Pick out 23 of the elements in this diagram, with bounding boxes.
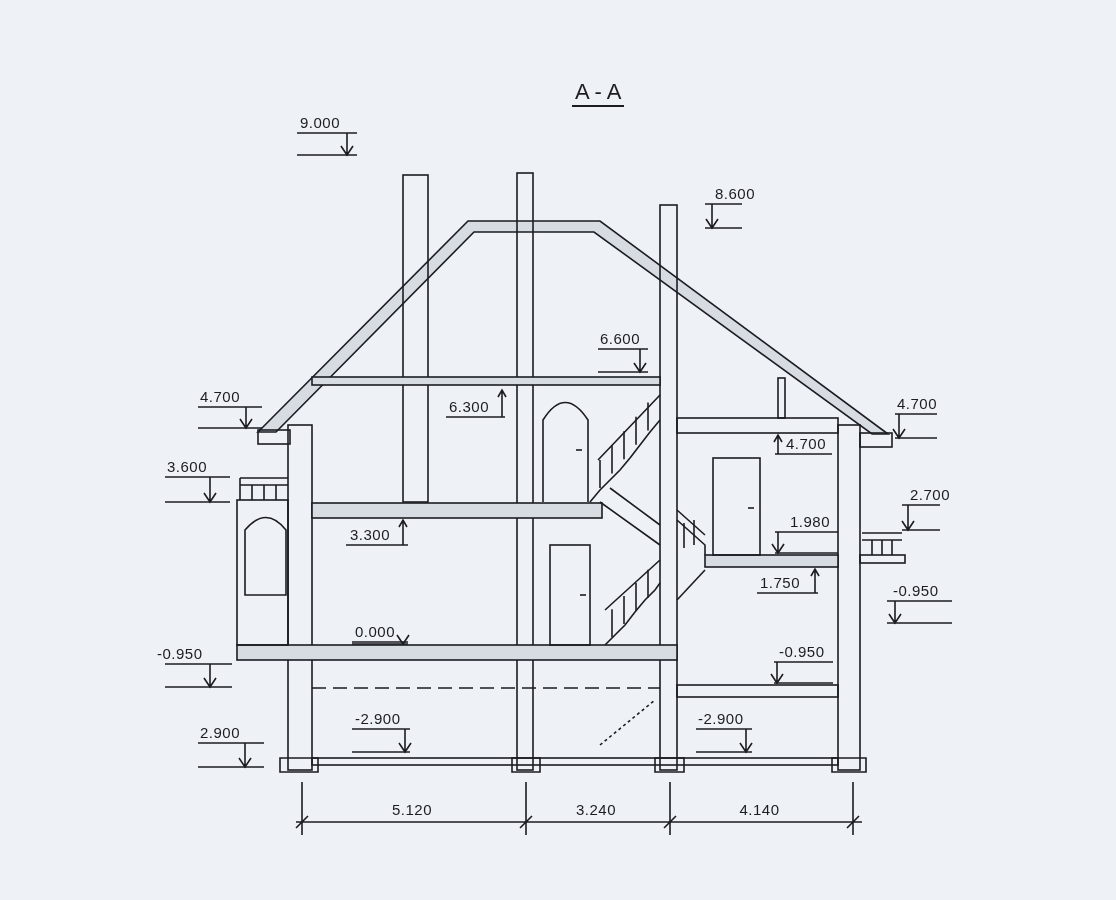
- dimension-label: 4.140: [739, 802, 780, 818]
- elevation-label: 2.700: [910, 487, 951, 503]
- section-title: A - A: [572, 80, 625, 107]
- elevation-label: 4.700: [200, 389, 241, 405]
- elevation-label: 4.700: [897, 396, 938, 412]
- elevation-label: 3.300: [350, 527, 391, 543]
- elevation-label: 1.750: [760, 575, 801, 591]
- elevation-label: 1.980: [790, 514, 831, 530]
- elevation-label: -2.900: [355, 711, 401, 727]
- elevation-label: -0.950: [893, 583, 939, 599]
- elevation-label: 9.000: [300, 115, 341, 131]
- elevation-label: 8.600: [715, 186, 756, 202]
- elevation-label: 4.700: [786, 436, 827, 452]
- elevation-label: 2.900: [200, 725, 241, 741]
- elevation-label: -2.900: [698, 711, 744, 727]
- elevation-label: -0.950: [157, 646, 203, 662]
- elevation-label: 6.300: [449, 399, 490, 415]
- elevation-label: -0.950: [779, 644, 825, 660]
- dimension-label: 3.240: [576, 802, 617, 818]
- dimension-label: 5.120: [392, 802, 433, 818]
- elevation-label: 6.600: [600, 331, 641, 347]
- elevation-label: 3.600: [167, 459, 208, 475]
- elevation-label: 0.000: [355, 624, 396, 640]
